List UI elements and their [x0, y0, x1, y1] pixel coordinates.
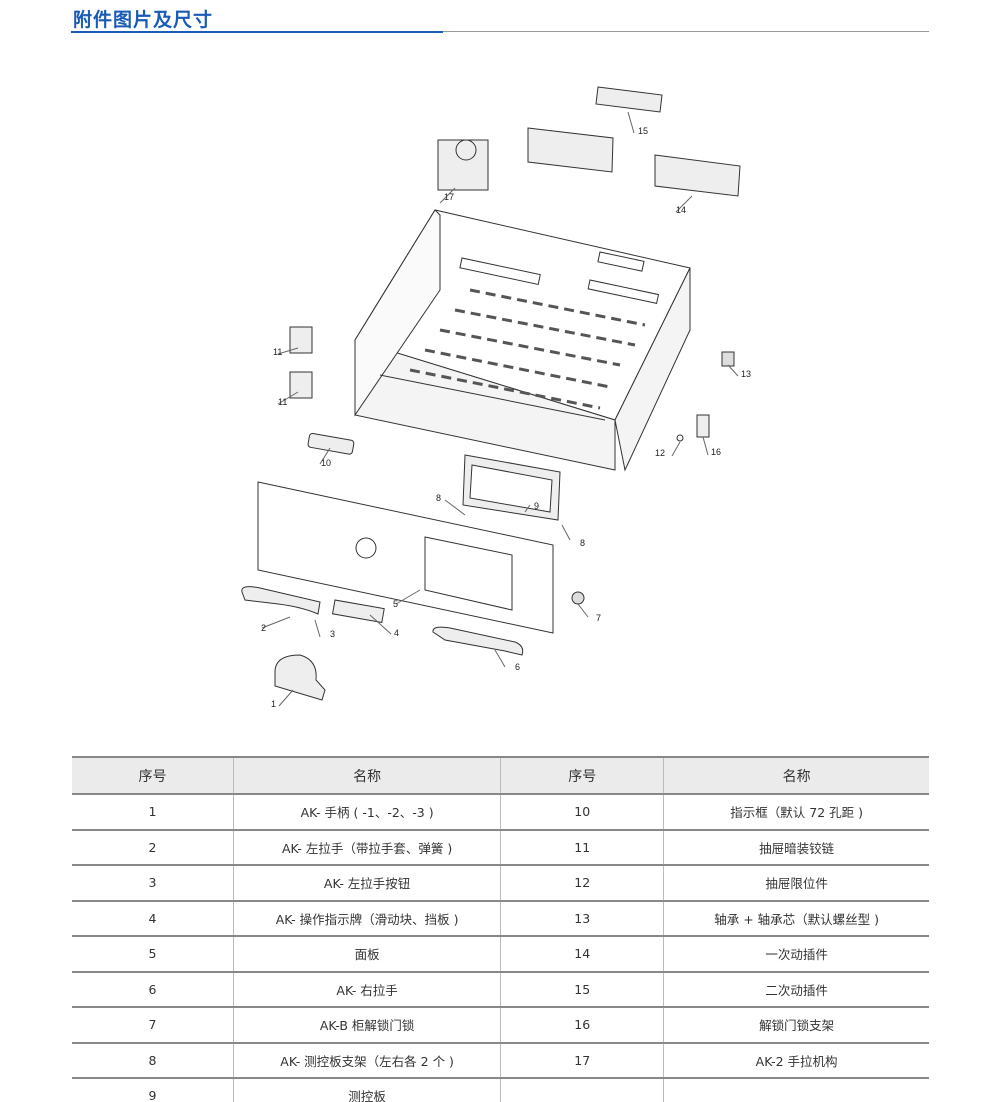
part-number-cell: 3	[72, 865, 234, 902]
part-number-cell: 14	[500, 936, 664, 973]
callout-8-right: 8	[580, 538, 585, 548]
part-name-cell: AK- 右拉手	[232, 971, 501, 1008]
callout-9: 9	[534, 501, 539, 511]
part-name-cell: 解锁门锁支架	[663, 1007, 929, 1044]
col-header-no: 序号	[72, 756, 234, 795]
part-name-cell: AK- 手柄 ( -1、-2、-3 )	[232, 794, 501, 831]
part-name-cell: AK- 左拉手（带拉手套、弹簧 )	[232, 829, 501, 866]
col-header-name: 名称	[663, 756, 929, 795]
part-number-cell: 1	[72, 794, 234, 831]
part-number-cell: 9	[72, 1078, 234, 1102]
callout-1: 1	[271, 699, 276, 709]
part-name-cell: AK- 操作指示牌（滑动块、挡板 )	[232, 900, 501, 937]
front-panel	[257, 481, 554, 634]
callout-10: 10	[321, 458, 331, 468]
callout-7: 7	[596, 613, 601, 623]
part-number-cell: 7	[72, 1007, 234, 1044]
col-header-no: 序号	[500, 756, 664, 795]
part-number-cell: 15	[500, 971, 664, 1008]
part-name-cell: AK- 测控板支架（左右各 2 个 )	[232, 1042, 501, 1079]
callout-4: 4	[394, 628, 399, 638]
exploded-assembly-drawing	[241, 86, 741, 707]
callout-11-top: 11	[273, 347, 282, 357]
callout-12: 12	[655, 448, 665, 458]
table-header-row: 序号 名称 序号 名称	[72, 756, 929, 795]
part-name-cell: 二次动插件	[663, 971, 929, 1008]
callout-3: 3	[330, 629, 335, 639]
part-name-cell: AK-B 柜解锁门锁	[232, 1007, 501, 1044]
part-name-cell: 抽屉暗装铰链	[663, 829, 929, 866]
part-number-cell: 11	[500, 829, 664, 866]
callout-5: 5	[393, 599, 398, 609]
callout-2: 2	[261, 623, 266, 633]
part-name-cell: AK-2 手拉机构	[663, 1042, 929, 1079]
drawer-box	[354, 209, 691, 472]
part-name-cell: 轴承 + 轴承芯（默认螺丝型 )	[663, 900, 929, 937]
part-number-cell: 17	[500, 1042, 664, 1079]
callout-15: 15	[638, 126, 648, 136]
part-number-cell: 16	[500, 1007, 664, 1044]
part-number-cell: 5	[72, 936, 234, 973]
part-name-cell: 一次动插件	[663, 936, 929, 973]
callout-labels: 1 2 3 4 5 6 7 8 8 9 10 11 11 12 13 14 15…	[261, 126, 751, 709]
callout-11-bottom: 11	[278, 397, 287, 407]
part-number-cell: 10	[500, 794, 664, 831]
part-number-cell: 6	[72, 971, 234, 1008]
part-number-cell: 13	[500, 900, 664, 937]
part-number-cell: 12	[500, 865, 664, 902]
part-name-cell: 测控板	[232, 1078, 501, 1102]
callout-8-left: 8	[436, 493, 441, 503]
part-number-cell: 4	[72, 900, 234, 937]
part-number-cell: 8	[72, 1042, 234, 1079]
part-number-cell: 2	[72, 829, 234, 866]
part-name-cell: 抽屉限位件	[663, 865, 929, 902]
section-title: 附件图片及尺寸	[73, 9, 214, 31]
callout-16: 16	[711, 447, 721, 457]
callout-6: 6	[515, 662, 520, 672]
col-header-name: 名称	[232, 756, 501, 795]
part-name-cell: AK- 左拉手按钮	[232, 865, 501, 902]
part-name-cell	[663, 1078, 929, 1102]
part-name-cell: 面板	[232, 936, 501, 973]
part-name-cell: 指示框（默认 72 孔距 )	[663, 794, 929, 831]
title-divider	[443, 31, 929, 32]
callout-13: 13	[741, 369, 751, 379]
callout-17: 17	[444, 192, 454, 202]
callout-14: 14	[676, 205, 686, 215]
title-underline	[71, 31, 443, 33]
part-number-cell	[500, 1078, 664, 1102]
